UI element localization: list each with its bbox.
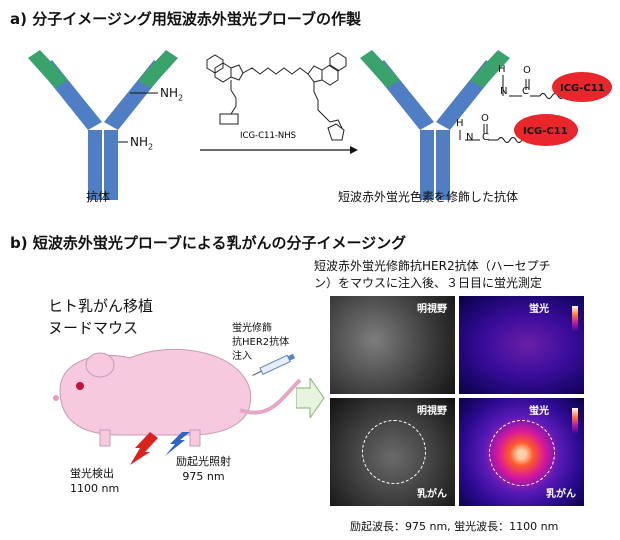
mouse-ear [85,352,115,378]
dye-tag-bottom [514,114,578,146]
description-line-1: 短波赤外蛍光修飾抗HER2抗体（ハーセプチ [314,259,551,273]
product-label: 短波赤外蛍光色素を修飾した抗体 [338,190,519,204]
linker-top-h: H [498,64,506,75]
excitation-label: 励起光照射 975 nm [176,455,231,483]
result-arrow [296,378,325,418]
antibody-left [28,50,178,200]
linker-bottom-h: H [456,118,464,129]
experiment-description: 短波赤外蛍光修飾抗HER2抗体（ハーセプチ ン）をマウスに注入後、３日目に蛍光測… [314,258,551,292]
injection-label: 蛍光修飾 抗HER2抗体 注入 [232,322,289,364]
mouse-leg-front [99,429,111,447]
antibody-right [360,50,510,200]
blue-excitation-arrow [165,432,190,456]
dye-tag-bottom-label: ICG-C11 [523,126,568,137]
injection-line-3: 注入 [232,351,252,362]
injection-line-2: 抗HER2抗体 [232,337,290,348]
linker-top-o: O [523,65,531,76]
linker-top-c: C [522,86,529,97]
dye-tag-top [552,72,612,102]
injection-line-1: 蛍光修飾 [232,323,272,334]
linker-bottom-o: O [481,113,489,124]
icg-structure [206,52,347,141]
mouse-tail [239,378,302,415]
antibody-label: 抗体 [86,190,111,204]
nh2-label-top: NH2 [160,86,184,103]
reagent-label: ICG-C11-NHS [240,131,296,141]
panel-fluor-top: 蛍光 [459,296,584,394]
panel-fluor-bottom: 蛍光 乳がん [459,398,584,506]
tumor-circle-brightfield [362,420,426,484]
panel-brightfield-top: 明視野 [330,296,455,394]
mouse-eye [76,382,84,390]
nh2-label-bottom: NH2 [130,135,154,152]
mouse-title-line-2: ヌードマウス [48,319,139,337]
dye-tag-top-label: ICG-C11 [560,83,605,94]
mouse-nose [53,395,59,401]
panel-brightfield-bottom: 明視野 乳がん [330,398,455,506]
mouse-leg-back [189,429,201,447]
section-b-title: b) 短波赤外蛍光プローブによる乳がんの分子イメージング [10,234,407,252]
tumor-circle-fluor [489,420,555,486]
linker-top-n: N [500,86,508,97]
red-emission-arrow [130,432,158,465]
antibody-fab-left [28,50,68,88]
detection-label: 蛍光検出 1100 nm [70,467,120,495]
section-a-title: a) 分子イメージング用短波赤外蛍光プローブの作製 [10,10,362,28]
antibody-stem-left [88,130,102,200]
wavelength-footer: 励起波長：975 nm, 蛍光波長：1100 nm [350,520,559,533]
reaction-arrow [200,146,358,154]
description-line-2: ン）をマウスに注入後、３日目に蛍光測定 [314,276,543,290]
linker-bottom [459,124,523,143]
mouse-title-line-1: ヒト乳がん移植 [48,297,154,315]
mouse-illustration [53,348,302,465]
mouse-model-title: ヒト乳がん移植 ヌードマウス [48,295,153,339]
probe-synthesis-diagram: ICG-C11-NHS ICG-C11 ICG-C11 [28,50,612,200]
linker-bottom-n: N [466,132,474,143]
antibody-fab-right [138,50,178,88]
syringe-icon [252,353,296,376]
linker-bottom-c: C [482,132,489,143]
